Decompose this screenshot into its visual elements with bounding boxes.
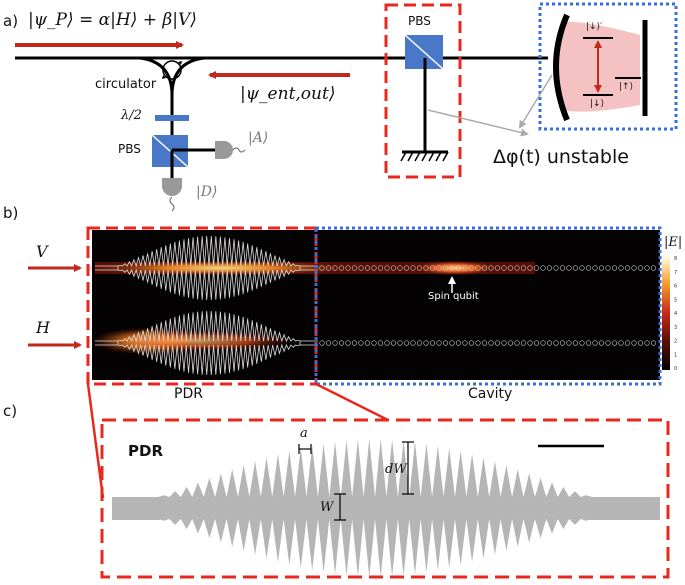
colorbar-tick-label: 4 — [674, 311, 677, 317]
colorbar-tick-label: 0 — [674, 366, 677, 372]
detector-a-label: |A⟩ — [248, 130, 269, 146]
detector-d-label: |D⟩ — [196, 184, 218, 200]
panel-a — [15, 2, 678, 212]
cavity-level-top-label: |↓⟩′ — [586, 22, 603, 32]
colorbar — [662, 256, 670, 370]
row-v-label: V — [36, 242, 48, 261]
gray-arrow-1 — [427, 109, 529, 137]
panel-c — [86, 382, 670, 579]
gray-arrow-2 — [518, 74, 553, 129]
cavity-level-right-label: |↑⟩ — [619, 82, 634, 92]
cavity-holes — [319, 265, 657, 346]
waveguide-outlines — [95, 235, 318, 376]
panel-label-b: b) — [3, 204, 19, 222]
zoom-line-left — [86, 383, 105, 499]
dim-w-label: W — [320, 500, 334, 515]
psi-ent-out-label: |ψ_ent,out⟩ — [240, 84, 336, 104]
ground-icon — [400, 150, 449, 162]
colorbar-tick-label: 3 — [674, 325, 677, 331]
psi-p-equation: |ψ_P⟩ = α|H⟩ + β|V⟩ — [28, 10, 197, 30]
half-wave-plate-label: λ/2 — [121, 108, 142, 123]
spin-qubit-hotspot — [415, 261, 495, 275]
colorbar-tick-label: 5 — [674, 297, 677, 303]
zoom-line-right — [315, 382, 389, 422]
circulator-label: circulator — [95, 77, 157, 92]
pbs-right-label: PBS — [408, 14, 431, 28]
phase-unstable-label: Δφ(t) unstable — [493, 146, 629, 168]
cavity-label: Cavity — [468, 386, 513, 402]
detector-d-icon — [162, 178, 182, 212]
curved-mirror — [553, 13, 570, 122]
pdr-label: PDR — [174, 386, 203, 402]
panel-b: 8 7 6 5 4 3 2 1 0 — [28, 226, 677, 386]
colorbar-ticks: 8 7 6 5 4 3 2 1 0 — [674, 256, 677, 372]
cavity-level-bottom-label: |↓⟩ — [590, 99, 605, 109]
panel-label-c: c) — [3, 402, 18, 420]
colorbar-title: |E| — [664, 235, 683, 250]
field-map — [92, 230, 660, 380]
colorbar-tick-label: 1 — [674, 352, 677, 358]
circulator-icon — [162, 60, 182, 80]
panel-label-a: a) — [3, 12, 19, 30]
detector-a-icon — [215, 141, 246, 159]
colorbar-tick-label: 8 — [674, 256, 677, 262]
pdr-red-box — [86, 226, 318, 386]
circulator-curve-right — [170, 56, 205, 96]
colorbar-tick-label: 7 — [674, 270, 677, 276]
row-h-label: H — [36, 318, 50, 337]
pdr-inset-box — [100, 418, 670, 579]
cavity-blue-box-b — [314, 226, 662, 386]
pbs-left-label: PBS — [118, 142, 141, 156]
dim-dw-label: dW — [385, 462, 407, 477]
inset-title: PDR — [128, 442, 163, 460]
colorbar-tick-label: 6 — [674, 284, 677, 290]
pbs-red-box — [384, 3, 462, 179]
cavity-blue-box — [538, 2, 678, 131]
pdr-waveguide-shape — [112, 439, 660, 577]
spin-qubit-label: Spin qubit — [428, 291, 479, 302]
half-wave-plate — [155, 115, 189, 121]
colorbar-tick-label: 2 — [674, 339, 677, 345]
dim-a-label: a — [300, 426, 308, 441]
